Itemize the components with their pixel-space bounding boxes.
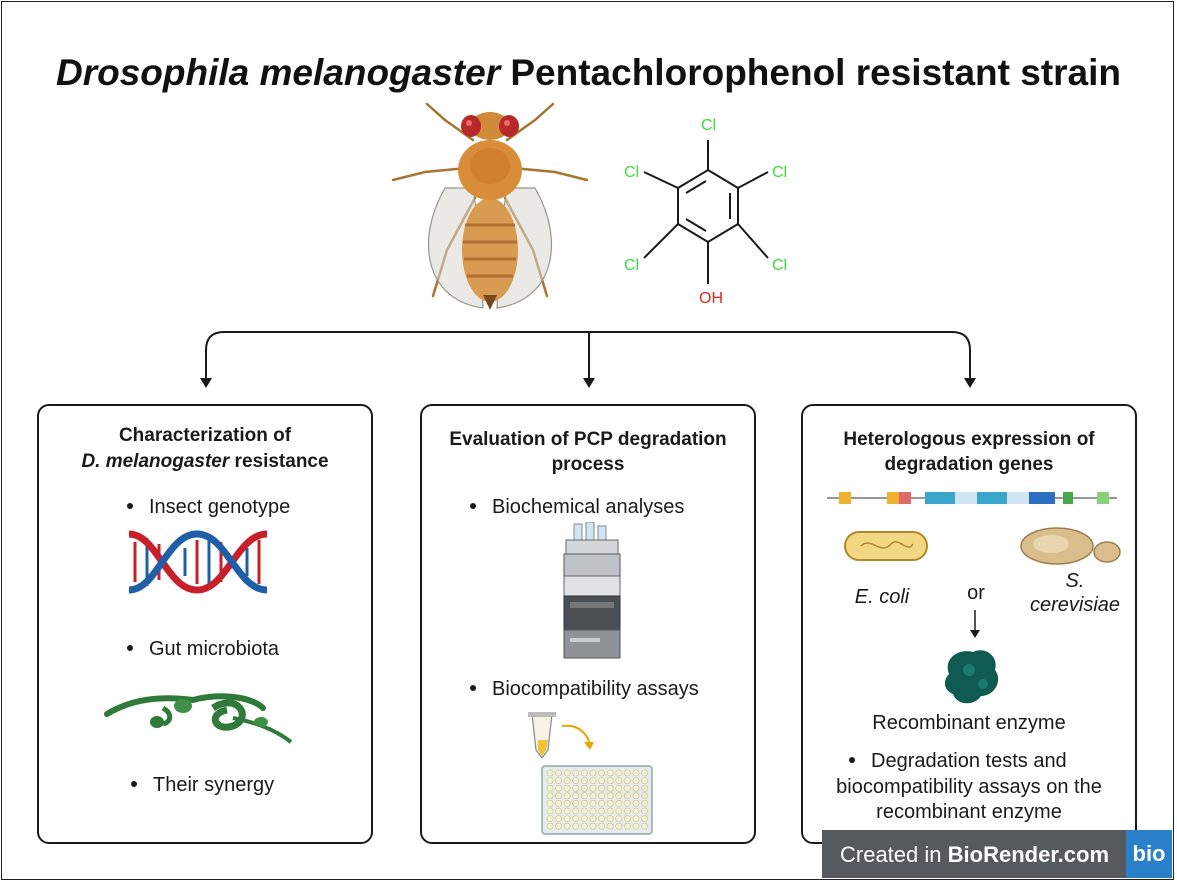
chlorine-label-lower-right: Cl [772,257,787,274]
bullet-degradation-tests-line3: recombinant enzyme [876,801,1062,823]
biorender-badge-text: Created in BioRender.com [840,842,1110,867]
e-coli-icon [844,531,928,561]
biorender-logo-icon: bio [1126,830,1172,878]
hydroxyl-label: OH [699,290,723,307]
figure-title: Drosophila melanogaster Pentachloropheno… [0,52,1177,94]
branch-arrows [200,331,976,388]
panel-heterologous-expression: Heterologous expression of degradation g… [801,404,1137,844]
panel-3-title-line1: Heterologous expression of [843,429,1095,450]
panel-1-title-rest: resistance [234,451,329,472]
recombinant-enzyme-label: Recombinant enzyme [872,712,1066,734]
dna-helix-icon [128,530,268,594]
chlorine-label-upper-right: Cl [772,164,787,181]
panel-evaluation: Evaluation of PCP degradation process Bi… [420,404,756,844]
biorender-badge: Created in BioRender.com bio [822,830,1172,878]
panel-1-title-line1: Characterization of [118,425,292,446]
pentachlorophenol-structure: Cl Cl Cl Cl Cl OH [624,117,787,307]
well-plate-icon [528,712,653,835]
chlorine-label-lower-left: Cl [624,257,639,274]
panel-2-title-line2: process [551,454,625,475]
title-strain: Pentachlorophenol resistant strain [510,52,1122,93]
hplc-instrument-icon [563,522,621,659]
e-coli-label: E. coli [854,586,910,608]
panel-2-title-line1: Evaluation of PCP degradation [449,429,727,450]
or-label: or [967,582,985,604]
panel-3-title-line2: degradation genes [884,454,1054,475]
s-cerevisiae-label-line2: cerevisiae [1029,594,1121,616]
bullet-biocompatibility-assays: Biocompatibility assays [470,678,699,701]
enzyme-icon [944,650,999,704]
bullet-their-synergy: Their synergy [131,774,274,797]
s-cerevisiae-label-line1: S. [1065,570,1085,592]
chlorine-label-top: Cl [701,117,716,134]
bullet-insect-genotype: Insect genotype [127,496,290,519]
gut-microbe-icon [104,693,293,744]
bullet-degradation-tests: Degradation tests and [849,750,1067,773]
chlorine-label-upper-left: Cl [624,164,639,181]
bullet-biochemical-analyses: Biochemical analyses [470,496,684,519]
s-cerevisiae-icon [1020,527,1121,565]
panel-1-title-line2: D. melanogaster resistance [39,448,371,475]
gene-construct-icon [827,492,1117,504]
panel-characterization: Characterization of D. melanogaster resi… [37,404,373,844]
bullet-gut-microbiota: Gut microbiota [127,638,279,661]
title-species: Drosophila melanogaster [55,52,501,93]
fruit-fly-icon [391,102,589,310]
down-arrow-icon [970,610,980,638]
panel-1-title-species: D. melanogaster [81,451,230,472]
bullet-degradation-tests-line2: biocompatibility assays on the [836,776,1102,798]
